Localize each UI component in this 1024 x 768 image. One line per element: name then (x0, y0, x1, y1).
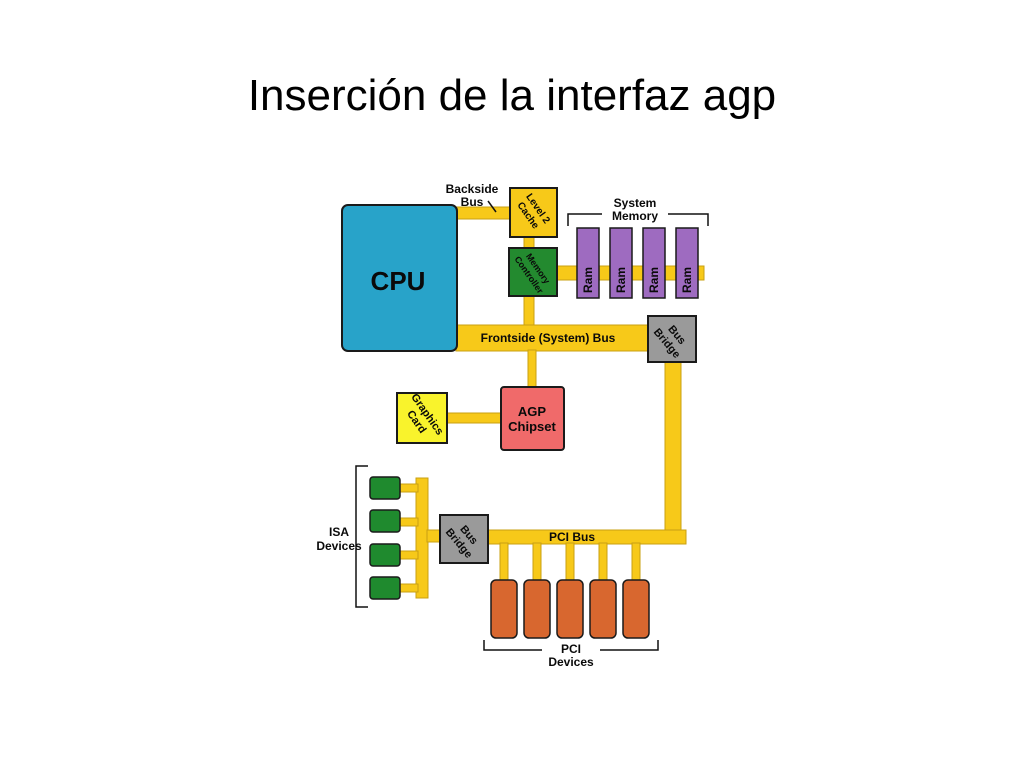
pci-drop-1 (499, 542, 509, 584)
graphics-card-box (396, 392, 448, 444)
isa-stub-2 (397, 517, 419, 527)
ram-label: Ram (581, 267, 595, 293)
system-memory-label-1: System (614, 196, 657, 210)
frontside-bus-line (455, 324, 650, 352)
pci-device (490, 579, 518, 639)
isa-devices-label-1: ISA (329, 525, 349, 539)
slide-title: Inserción de la interfaz agp (247, 71, 777, 120)
ram-module (642, 227, 666, 299)
pci-device (523, 579, 551, 639)
pci-device-cards (490, 579, 650, 639)
pci-devices-bracket (483, 640, 659, 651)
pci-drop-2 (532, 542, 542, 584)
pci-drop-4 (598, 542, 608, 584)
level2-cache-box (509, 187, 558, 238)
ram-module (609, 227, 633, 299)
bridge-vertical-line (664, 361, 682, 533)
isa-devices-bracket (355, 465, 368, 608)
system-memory-label-2: Memory (612, 209, 658, 223)
ram-modules: Ram Ram Ram Ram (576, 227, 699, 299)
backside-bus-label-2: Bus (461, 195, 484, 209)
ram-module (675, 227, 699, 299)
bus-bridge-bottom-box (439, 514, 489, 564)
backside-bus-label-1: Backside (446, 182, 499, 196)
isa-device (369, 476, 401, 500)
agp-chipset-label-1: AGP (518, 404, 547, 419)
ram-label: Ram (614, 267, 628, 293)
isa-device (369, 509, 401, 533)
agp-chipset-label-2: Chipset (508, 419, 556, 434)
system-memory-bracket (567, 213, 709, 226)
frontside-bus-label: Frontside (System) Bus (481, 331, 616, 345)
pci-devices-label-2: Devices (548, 655, 594, 669)
pci-drop-3 (565, 542, 575, 584)
bus-lines (397, 206, 705, 599)
cpu-label: CPU (371, 266, 426, 296)
isa-device (369, 576, 401, 600)
isa-device (369, 543, 401, 567)
memory-controller-box (508, 247, 558, 297)
agp-link-line (527, 349, 537, 389)
isa-bus-line (415, 477, 429, 599)
bus-bridge-top-box (647, 315, 697, 363)
graphics-link-line (444, 412, 502, 424)
pci-device (589, 579, 617, 639)
controller-link-line (523, 295, 535, 327)
ram-label: Ram (647, 267, 661, 293)
backside-bus-pointer (487, 200, 497, 213)
isa-devices-label-2: Devices (316, 539, 362, 553)
pci-bus-label: PCI Bus (549, 530, 595, 544)
agp-chipset-box (500, 386, 565, 451)
pci-devices-label-1: PCI (561, 642, 581, 656)
pci-drop-5 (631, 542, 641, 584)
pci-device (556, 579, 584, 639)
ram-module (576, 227, 600, 299)
cpu-box (341, 204, 458, 352)
pci-device (622, 579, 650, 639)
isa-stub-3 (397, 550, 419, 560)
isa-stub-1 (397, 483, 419, 493)
ram-label: Ram (680, 267, 694, 293)
isa-stub-4 (397, 583, 419, 593)
isa-bridge-link (426, 529, 442, 543)
isa-device-cards (369, 476, 401, 600)
